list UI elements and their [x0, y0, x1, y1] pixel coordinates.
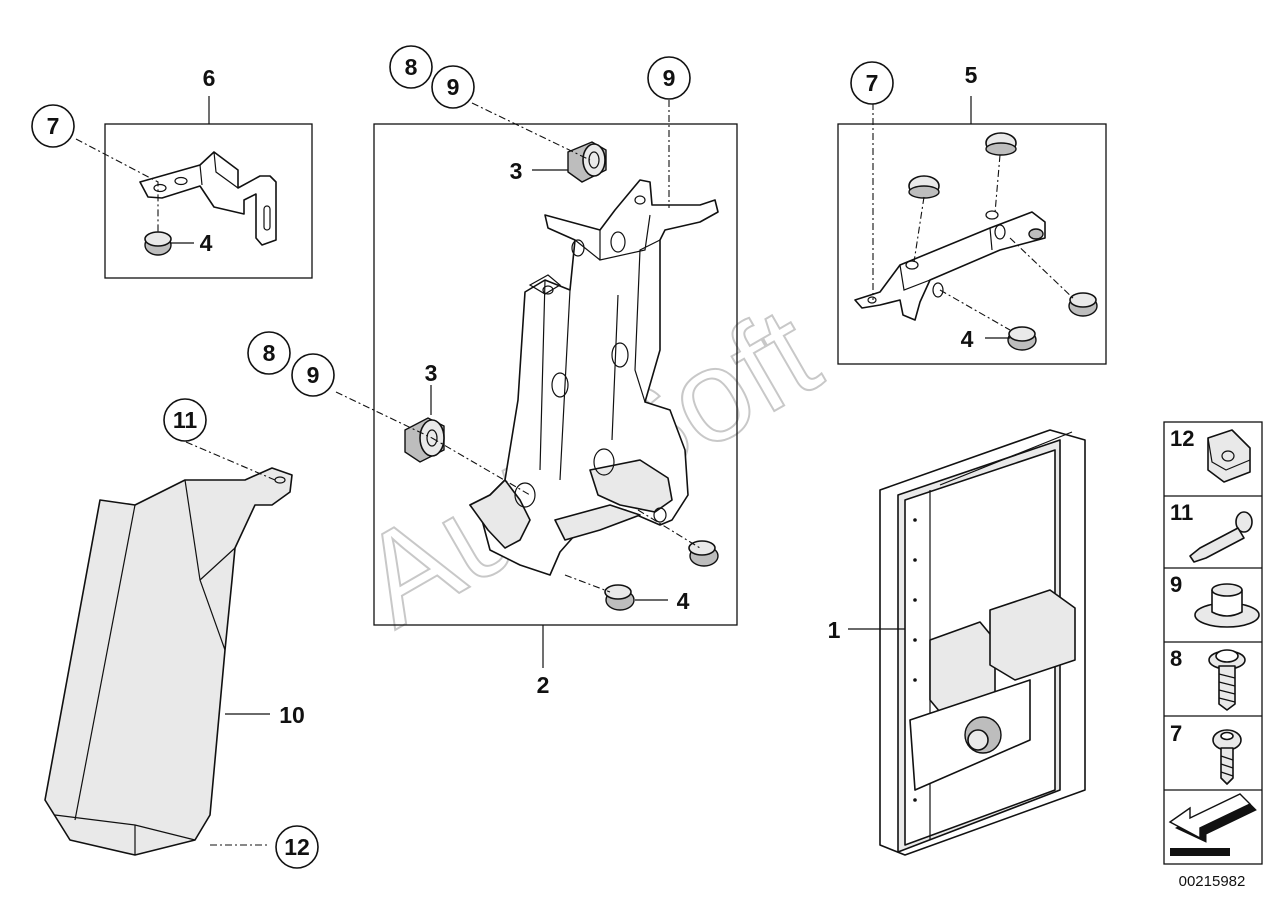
callout-12: 12: [275, 825, 319, 869]
callout-4-left-label: 4: [200, 230, 213, 256]
callout-8-mid-label: 8: [263, 340, 276, 366]
callout-8-top-label: 8: [405, 54, 418, 80]
callout-8-mid: 8: [247, 331, 291, 375]
callout-9-top-left: 9: [431, 65, 475, 109]
legend-label-11: 11: [1170, 500, 1193, 525]
carrier-part-2: [404, 141, 719, 611]
group-frame-carrier-2: [373, 123, 738, 626]
drawing-number: 00215982: [1179, 873, 1246, 890]
callout-9-mid: 9: [291, 353, 335, 397]
callout-9-top-right: 9: [647, 56, 691, 100]
callout-1: 1: [828, 617, 841, 643]
legend-row-7: 7: [1170, 721, 1242, 785]
callouts: 6 7 4 8 9 9 3 8 9 3 4 2 7 5 4 1 11 10 12: [31, 45, 978, 869]
callout-5: 5: [965, 62, 978, 88]
callout-11-label: 11: [173, 407, 198, 433]
callout-4-center: 4: [677, 588, 690, 614]
legend-row-11: 11: [1170, 500, 1253, 563]
callout-6: 6: [203, 65, 216, 91]
callout-2: 2: [537, 672, 550, 698]
legend-label-9: 9: [1170, 572, 1182, 597]
direction-arrow-icon: [1168, 793, 1257, 856]
callout-9-top-right-label: 9: [663, 65, 676, 91]
callout-12-label: 12: [284, 834, 310, 860]
callout-10-label: 10: [279, 702, 305, 728]
callout-4-right: 4: [961, 326, 974, 352]
fastener-legend: 12 11 9 8: [1163, 421, 1263, 865]
control-unit-part-1: [879, 429, 1086, 856]
callout-4-right-label: 4: [961, 326, 974, 352]
callout-4-center-label: 4: [677, 588, 690, 614]
callout-9-mid-label: 9: [307, 362, 320, 388]
grommet-upper: [567, 141, 607, 183]
callout-3-upper: 3: [510, 158, 523, 184]
leader-lines: [75, 96, 1076, 846]
legend-row-12: 12: [1170, 426, 1251, 483]
callout-1-label: 1: [828, 617, 841, 643]
callout-3-lower: 3: [425, 360, 438, 386]
legend-label-7: 7: [1170, 721, 1182, 746]
callout-3-lower-label: 3: [425, 360, 438, 386]
callout-7-right-label: 7: [866, 70, 879, 96]
callout-3-upper-label: 3: [510, 158, 523, 184]
expanding-rivet-icon: [1189, 511, 1253, 563]
callout-9-top-left-label: 9: [447, 74, 460, 100]
grommet-lower: [404, 417, 445, 463]
rubber-mount-icon: [1194, 583, 1260, 628]
flange-screw-icon: [1208, 649, 1246, 711]
callout-7-right: 7: [850, 61, 894, 105]
callout-4-left: 4: [200, 230, 213, 256]
legend-frame: [1163, 421, 1263, 865]
callout-8-top: 8: [389, 45, 433, 89]
legend-label-12: 12: [1170, 426, 1194, 451]
legend-row-9: 9: [1170, 572, 1260, 628]
callout-7-left-label: 7: [47, 113, 60, 139]
legend-row-8: 8: [1170, 646, 1246, 711]
callout-2-label: 2: [537, 672, 550, 698]
callout-10: 10: [279, 702, 305, 728]
bracket-part-5: [854, 132, 1098, 351]
cover-part-10: [44, 467, 293, 856]
legend-label-8: 8: [1170, 646, 1182, 671]
cap-lower-left: [604, 584, 635, 611]
callout-5-label: 5: [965, 62, 978, 88]
clip-nut-icon: [1207, 429, 1251, 483]
legend-row-arrow: [1168, 793, 1257, 856]
torx-screw-icon: [1212, 729, 1242, 785]
group-frame-bracket-5: [837, 123, 1107, 365]
callout-7-left: 7: [31, 104, 75, 148]
callout-6-label: 6: [203, 65, 216, 91]
bracket-part-6: [139, 151, 277, 256]
cap-lower-right: [688, 540, 719, 567]
callout-11: 11: [163, 398, 207, 442]
